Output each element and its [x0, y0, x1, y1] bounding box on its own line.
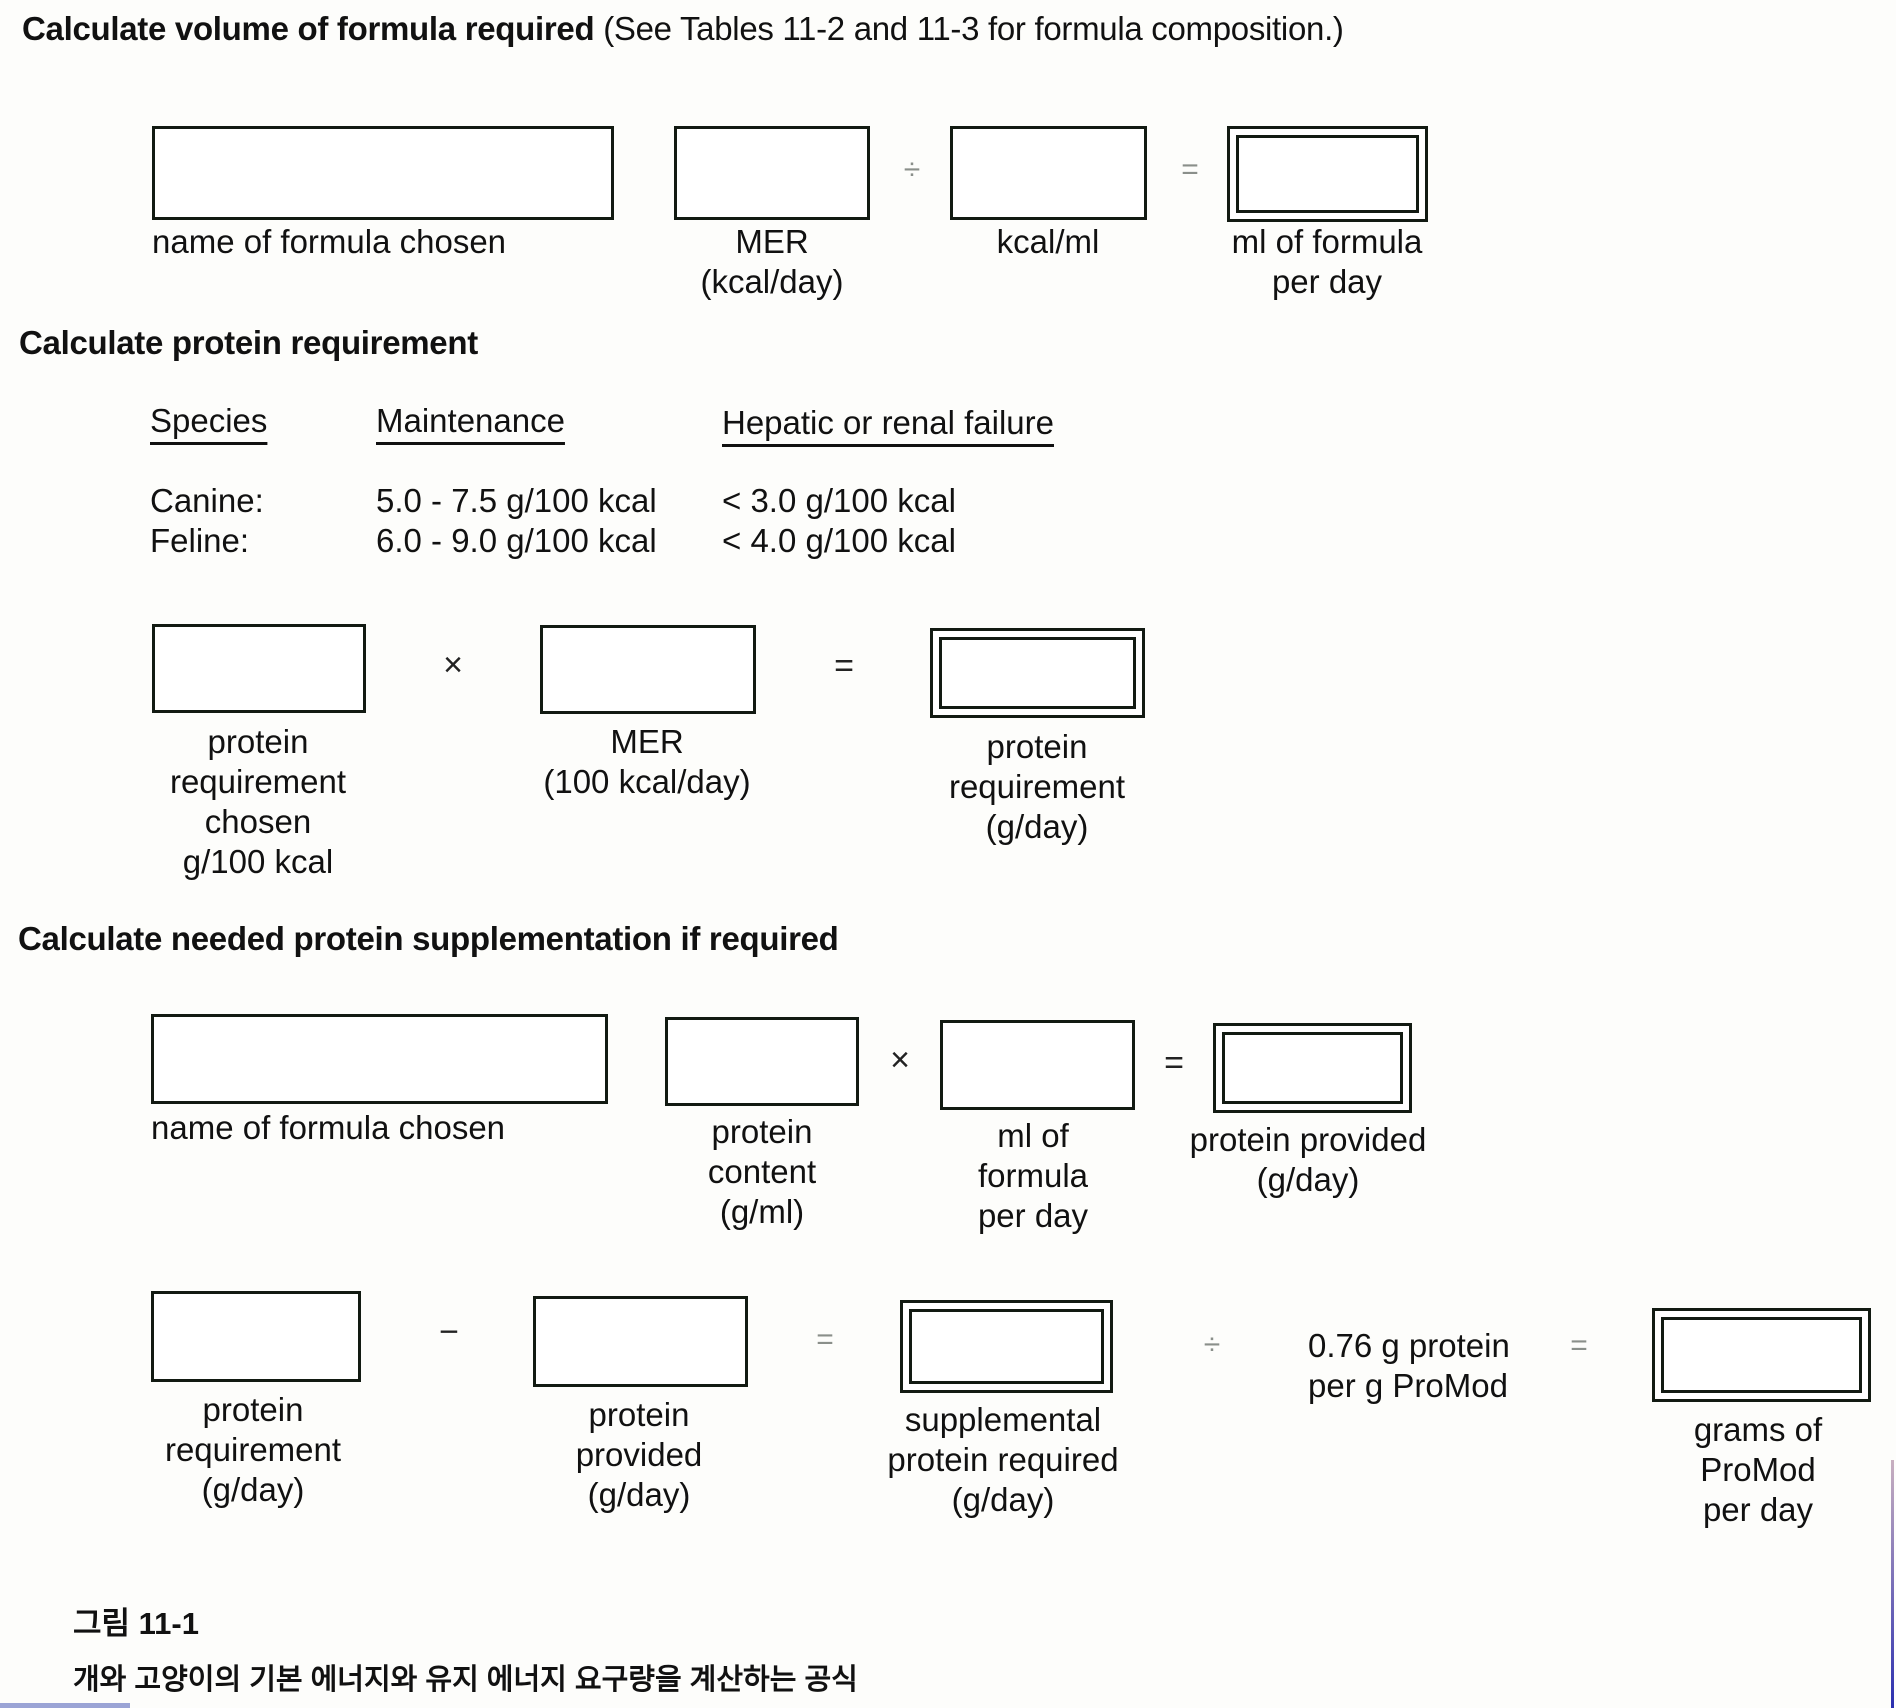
equals-operator: =: [1164, 1044, 1184, 1082]
mer-label: MER (kcal/day): [700, 223, 844, 300]
protein-provided-result[interactable]: [1213, 1023, 1412, 1113]
minus-operator: −: [439, 1313, 459, 1351]
promod-constant: 0.76 g protein per g ProMod: [1308, 1327, 1510, 1404]
table-cell-failure: < 3.0 g/100 kcal: [722, 482, 956, 519]
protein-content-label: protein content (g/ml): [707, 1113, 817, 1230]
protein-requirement-chosen-label: protein requirement chosen g/100 kcal: [169, 723, 347, 880]
protein-provided-field[interactable]: [533, 1296, 748, 1387]
formula-name-field[interactable]: [151, 1014, 608, 1104]
protein-requirement-chosen-field[interactable]: [152, 624, 366, 713]
formula-name-label: name of formula chosen: [152, 223, 507, 260]
table-header-maintenance: Maintenance: [376, 402, 565, 439]
page-bottom-mark: [0, 1703, 130, 1708]
equals-operator: =: [834, 647, 854, 685]
table-cell-species: Canine:: [150, 482, 264, 519]
protein-content-field[interactable]: [665, 1017, 859, 1106]
ml-per-day-label: ml of formula per day: [977, 1117, 1089, 1234]
supplemental-protein-label: supplemental protein required (g/day): [887, 1401, 1119, 1518]
divide-operator: ÷: [903, 153, 921, 186]
section-title-protein-requirement: Calculate protein requirement: [19, 324, 478, 361]
kcal-per-ml-label: kcal/ml: [996, 223, 1100, 260]
section-title-supplementation: Calculate needed protein supplementation…: [18, 920, 839, 957]
mer-field[interactable]: [674, 126, 870, 220]
title-note: (See Tables 11-2 and 11-3 for formula co…: [594, 10, 1344, 47]
grams-promod-result[interactable]: [1652, 1308, 1871, 1402]
page-edge-line: [1891, 1460, 1894, 1708]
ml-per-day-field[interactable]: [940, 1020, 1135, 1110]
formula-name-field[interactable]: [152, 126, 614, 220]
protein-provided-label: protein provided (g/day): [1189, 1121, 1427, 1198]
equals-operator: =: [1570, 1329, 1588, 1362]
table-cell-maintenance: 6.0 - 9.0 g/100 kcal: [376, 522, 657, 559]
ml-per-day-label: ml of formula per day: [1231, 223, 1423, 300]
divide-operator: ÷: [1203, 1328, 1221, 1361]
equals-operator: =: [816, 1323, 834, 1356]
table-header-species: Species: [150, 402, 268, 439]
formula-name-label: name of formula chosen: [151, 1109, 506, 1146]
multiply-operator: ×: [890, 1041, 910, 1079]
mer-100kcal-field[interactable]: [540, 625, 756, 714]
table-cell-failure: < 4.0 g/100 kcal: [722, 522, 956, 559]
table-cell-maintenance: 5.0 - 7.5 g/100 kcal: [376, 482, 657, 519]
grams-promod-label: grams of ProMod per day: [1693, 1411, 1823, 1528]
protein-requirement-field[interactable]: [151, 1291, 361, 1382]
protein-requirement-label: protein requirement (g/day): [164, 1391, 342, 1508]
protein-requirement-result-label: protein requirement (g/day): [948, 728, 1126, 845]
supplemental-protein-result[interactable]: [900, 1300, 1113, 1393]
figure-number: 그림 11-1: [73, 1606, 199, 1641]
multiply-operator: ×: [443, 646, 463, 684]
ml-per-day-result[interactable]: [1227, 126, 1428, 222]
protein-requirement-result[interactable]: [930, 628, 1145, 718]
section-title-volume: Calculate volume of formula required (Se…: [22, 10, 1344, 48]
kcal-per-ml-field[interactable]: [950, 126, 1147, 220]
title-bold: Calculate volume of formula required: [22, 10, 595, 47]
table-cell-species: Feline:: [150, 522, 250, 559]
figure-caption: 개와 고양이의 기본 에너지와 유지 에너지 요구량을 계산하는 공식: [73, 1664, 858, 1696]
mer-100kcal-label: MER (100 kcal/day): [543, 723, 751, 800]
table-header-failure: Hepatic or renal failure: [722, 404, 1054, 441]
equals-operator: =: [1181, 153, 1199, 186]
protein-provided-label: protein provided (g/day): [575, 1396, 703, 1513]
